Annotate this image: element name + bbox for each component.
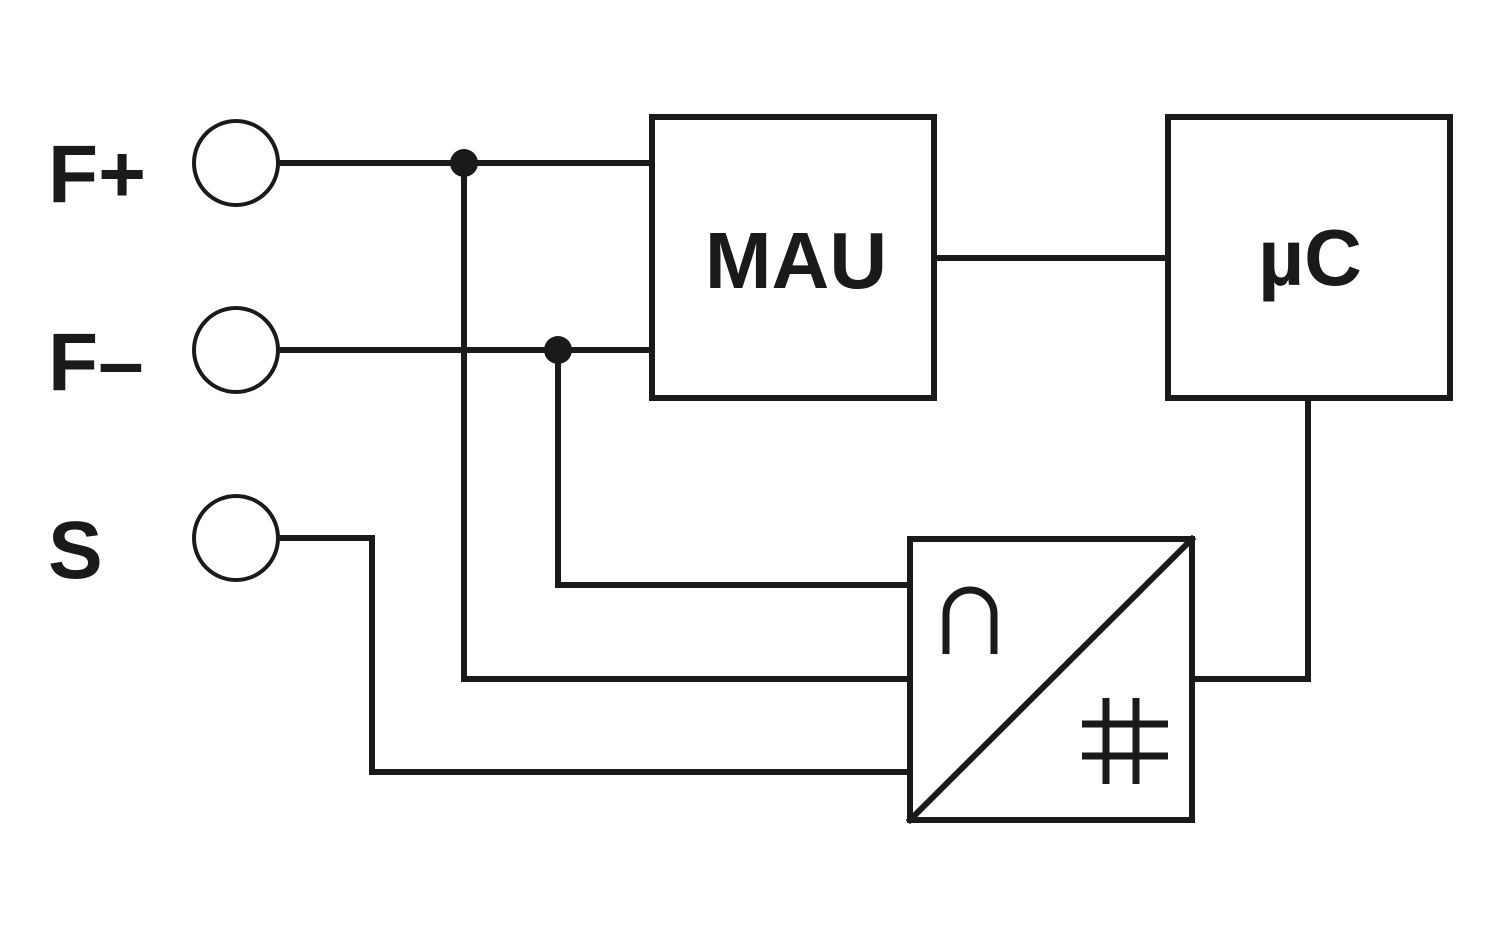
terminal-s: [192, 494, 280, 582]
junction-fplus: [450, 149, 478, 177]
terminal-label-s: S: [48, 505, 103, 596]
converter-diagonal: [905, 534, 1197, 825]
wire-s-converter: [275, 535, 913, 775]
terminal-fplus: [192, 119, 280, 207]
wires: [275, 160, 1311, 775]
wire-converter-uc: [1189, 395, 1311, 682]
digital-hash-symbol: [1082, 698, 1168, 784]
mau-label: MAU: [705, 216, 887, 305]
wire-fplus-converter: [461, 160, 913, 682]
uc-block: µC: [1165, 114, 1453, 401]
terminal-fminus: [192, 306, 280, 394]
junction-fminus: [544, 336, 572, 364]
ad-converter-block: [905, 534, 1197, 825]
wire-fminus-converter: [555, 347, 913, 588]
terminal-label-fminus: F–: [48, 317, 144, 408]
uc-label: µC: [1258, 213, 1362, 302]
terminal-label-fplus: F+: [48, 129, 146, 220]
mau-block: MAU: [649, 114, 937, 401]
analog-sine-symbol: [942, 586, 998, 654]
